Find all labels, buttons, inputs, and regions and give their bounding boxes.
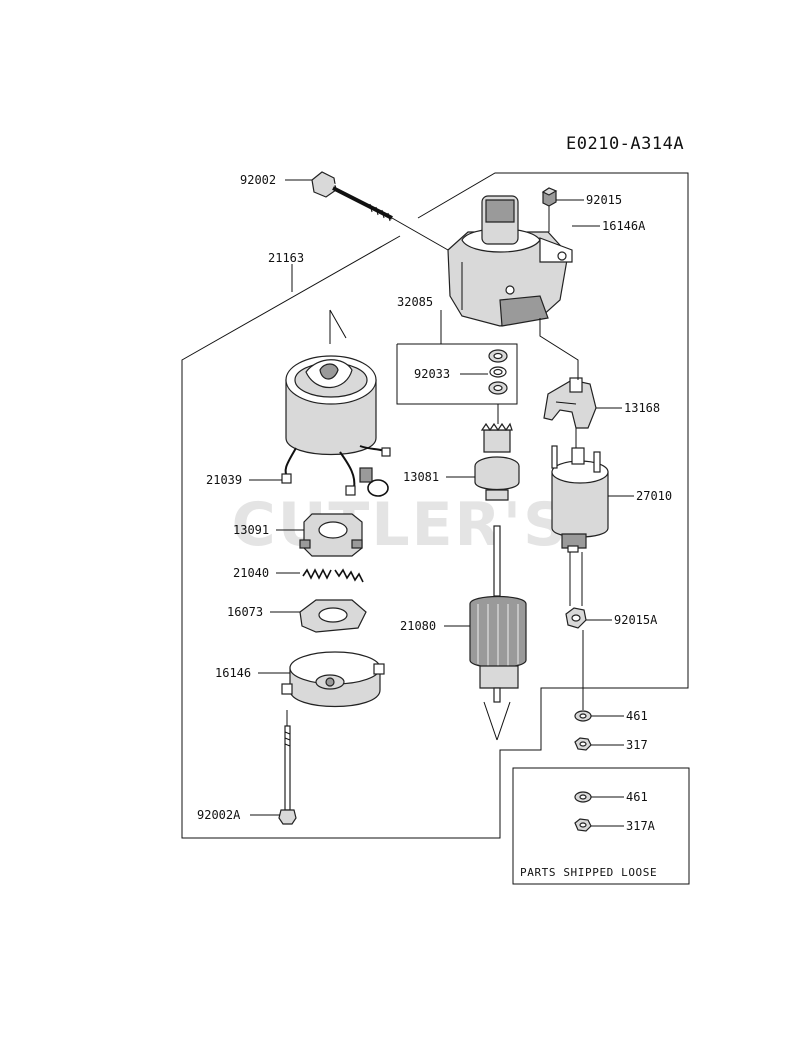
leader-lines bbox=[249, 179, 634, 827]
label-92015: 92015 bbox=[586, 193, 622, 207]
diagram-code: E0210-A314A bbox=[566, 134, 684, 154]
nut-317 bbox=[574, 737, 592, 751]
shift-lever-13168 bbox=[543, 377, 597, 429]
label-92002: 92002 bbox=[240, 173, 276, 187]
label-21039: 21039 bbox=[206, 473, 242, 487]
label-16146A: 16146A bbox=[602, 219, 646, 233]
label-27010: 27010 bbox=[636, 489, 672, 503]
solenoid-27010 bbox=[551, 445, 609, 553]
label-92033: 92033 bbox=[414, 367, 450, 381]
through-bolt-92002 bbox=[311, 171, 393, 222]
loose-parts-box bbox=[512, 767, 690, 885]
label-21080: 21080 bbox=[400, 619, 436, 633]
watermark: CUTLER'S bbox=[232, 490, 569, 560]
label-13168: 13168 bbox=[624, 401, 660, 415]
washer-461 bbox=[574, 710, 592, 722]
label-21040: 21040 bbox=[233, 566, 269, 580]
label-92015A: 92015A bbox=[614, 613, 658, 627]
label-21163: 21163 bbox=[268, 251, 304, 265]
loose-parts-note: PARTS SHIPPED LOOSE bbox=[520, 866, 657, 879]
armature-21080 bbox=[469, 525, 527, 703]
label-92002A: 92002A bbox=[197, 808, 241, 822]
nut-92015A bbox=[565, 607, 587, 629]
label-16073: 16073 bbox=[227, 605, 263, 619]
assembly-boundary bbox=[181, 172, 689, 839]
springs-21040 bbox=[302, 568, 364, 583]
nut-317A-loose bbox=[574, 818, 592, 832]
label-32085: 32085 bbox=[397, 295, 433, 309]
label-13091: 13091 bbox=[233, 523, 269, 537]
washer-461-loose bbox=[574, 791, 592, 803]
rear-cover-16146 bbox=[281, 651, 385, 708]
brush-holder-13091 bbox=[299, 513, 363, 557]
label-461-loose: 461 bbox=[626, 790, 648, 804]
yoke-assembly-21163 bbox=[281, 355, 391, 497]
pinion-clutch-13081 bbox=[474, 422, 520, 501]
nut-92015 bbox=[541, 187, 558, 207]
washer-set-92033 bbox=[488, 349, 508, 395]
label-461: 461 bbox=[626, 709, 648, 723]
label-317: 317 bbox=[626, 738, 648, 752]
bolt-92002A bbox=[278, 725, 297, 825]
label-16146: 16146 bbox=[215, 666, 251, 680]
front-housing-16146A bbox=[447, 195, 573, 327]
label-13081: 13081 bbox=[403, 470, 439, 484]
label-317A: 317A bbox=[626, 819, 656, 833]
brush-plate-16073 bbox=[299, 599, 367, 633]
